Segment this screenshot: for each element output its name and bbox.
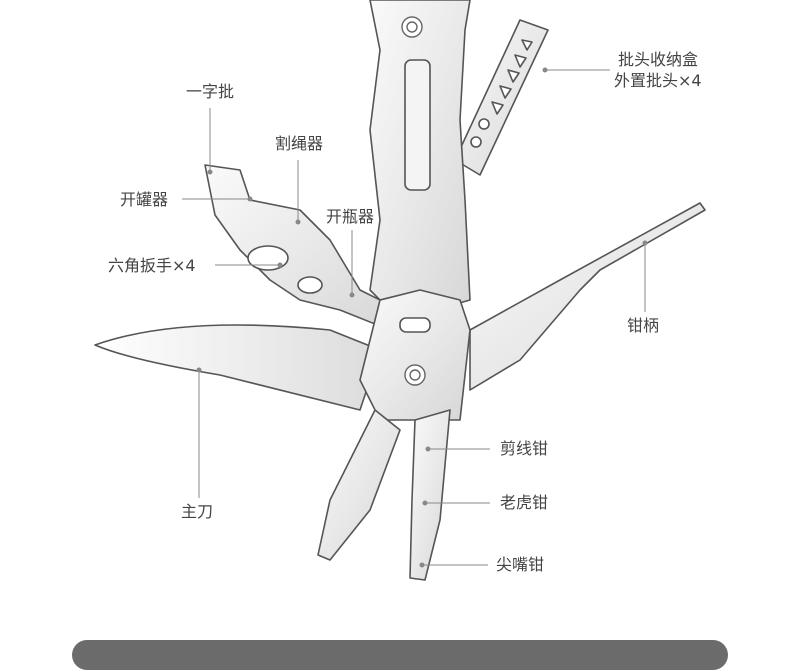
jaw-left (317, 409, 401, 561)
label-rope-cutter: 割绳器 (275, 134, 324, 153)
bit-box (454, 19, 549, 176)
label-needle-nose: 尖嘴钳 (496, 555, 545, 574)
jaw-right (409, 409, 451, 581)
label-main-blade: 主刀 (181, 502, 214, 521)
tool-cluster (204, 164, 401, 331)
label-tiger-pliers: 老虎钳 (500, 493, 549, 512)
label-wire-cutter: 剪线钳 (500, 439, 549, 458)
main-blade-shape (94, 324, 381, 411)
label-bit-box-line2: 外置批头×4 (614, 71, 702, 90)
label-flathead: 一字批 (186, 82, 235, 101)
lower-body (359, 289, 471, 421)
label-hex-wrench: 六角扳手×4 (108, 256, 196, 275)
multitool-diagram (94, 0, 706, 581)
plier-handle (469, 202, 706, 391)
label-bit-box-line1: 批头收纳盒 (618, 50, 699, 69)
label-can-opener: 开罐器 (120, 190, 169, 209)
bottom-banner (72, 640, 728, 670)
label-bottle-opener: 开瓶器 (326, 207, 375, 226)
label-handle: 钳柄 (627, 316, 660, 335)
